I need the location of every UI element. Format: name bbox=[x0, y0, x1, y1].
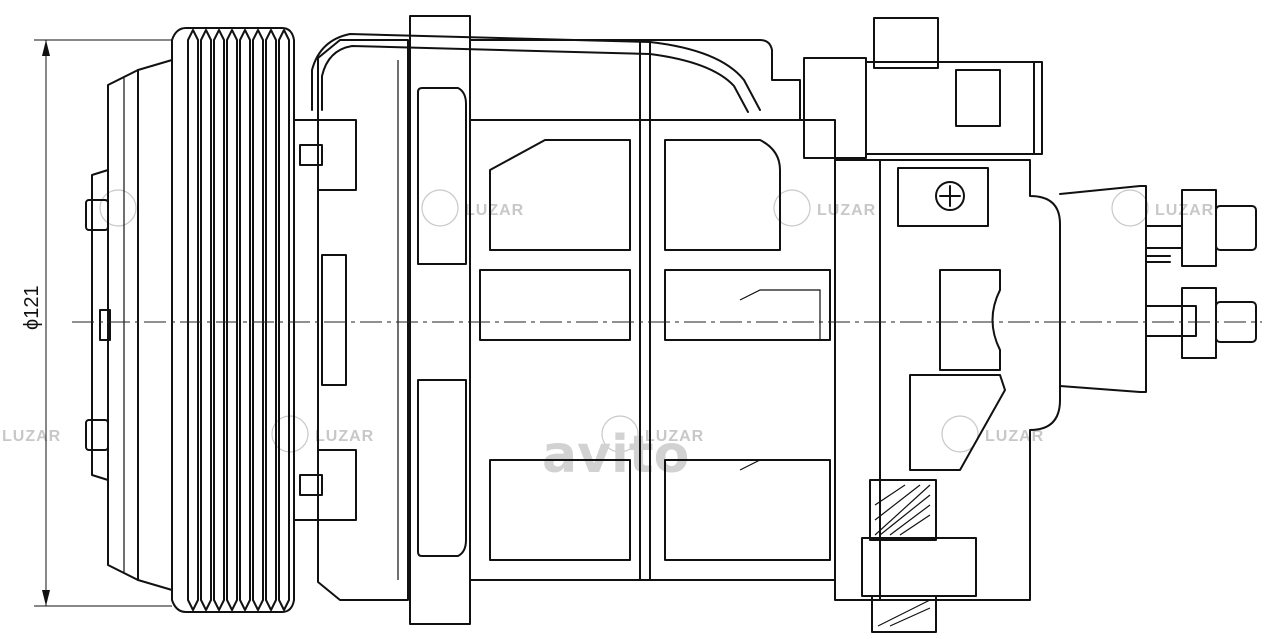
svg-text:LUZAR: LUZAR bbox=[817, 202, 876, 219]
pulley-groove bbox=[226, 29, 238, 611]
luzar-watermark: LUZAR bbox=[773, 189, 876, 227]
pulley-grooves bbox=[187, 29, 290, 611]
luzar-watermark: LUZAR bbox=[941, 415, 1044, 453]
svg-text:LUZAR: LUZAR bbox=[315, 428, 374, 445]
service-port bbox=[861, 479, 977, 633]
pulley-groove bbox=[187, 29, 199, 611]
diameter-label: ϕ121 bbox=[21, 285, 43, 330]
rear-fittings bbox=[1145, 189, 1257, 359]
electrical-connector bbox=[803, 17, 1043, 159]
luzar-watermark: LUZAR bbox=[421, 189, 524, 227]
front-flange bbox=[409, 15, 471, 625]
pulley-groove bbox=[239, 29, 251, 611]
rear-head bbox=[834, 159, 1147, 601]
luzar-watermark: LUZAR bbox=[271, 415, 374, 453]
pulley-groove bbox=[200, 29, 212, 611]
compressor-body bbox=[469, 39, 836, 581]
svg-text:avito: avito bbox=[542, 425, 689, 485]
clutch-hub bbox=[299, 39, 409, 601]
sensor-cable bbox=[311, 33, 761, 113]
svg-text:LUZAR: LUZAR bbox=[645, 428, 704, 445]
watermark-group: LUZAR LUZAR LUZAR LUZAR LUZAR LUZAR LUZA… bbox=[2, 189, 1214, 485]
pulley-groove bbox=[265, 29, 277, 611]
luzar-watermark: LUZAR bbox=[1111, 189, 1214, 227]
pulley-groove bbox=[213, 29, 225, 611]
svg-text:LUZAR: LUZAR bbox=[985, 428, 1044, 445]
diameter-dimension: ϕ121 bbox=[21, 39, 172, 607]
luzar-watermark: LUZAR bbox=[2, 428, 61, 445]
svg-text:LUZAR: LUZAR bbox=[465, 202, 524, 219]
luzar-watermark bbox=[99, 189, 137, 227]
clutch-front-plate bbox=[85, 59, 173, 591]
svg-text:LUZAR: LUZAR bbox=[1155, 202, 1214, 219]
pulley bbox=[171, 27, 319, 613]
pulley-groove bbox=[252, 29, 264, 611]
avito-watermark: avito bbox=[542, 425, 689, 485]
luzar-watermark: LUZAR bbox=[601, 415, 704, 453]
svg-text:LUZAR: LUZAR bbox=[2, 428, 61, 445]
pulley-groove bbox=[278, 29, 290, 611]
